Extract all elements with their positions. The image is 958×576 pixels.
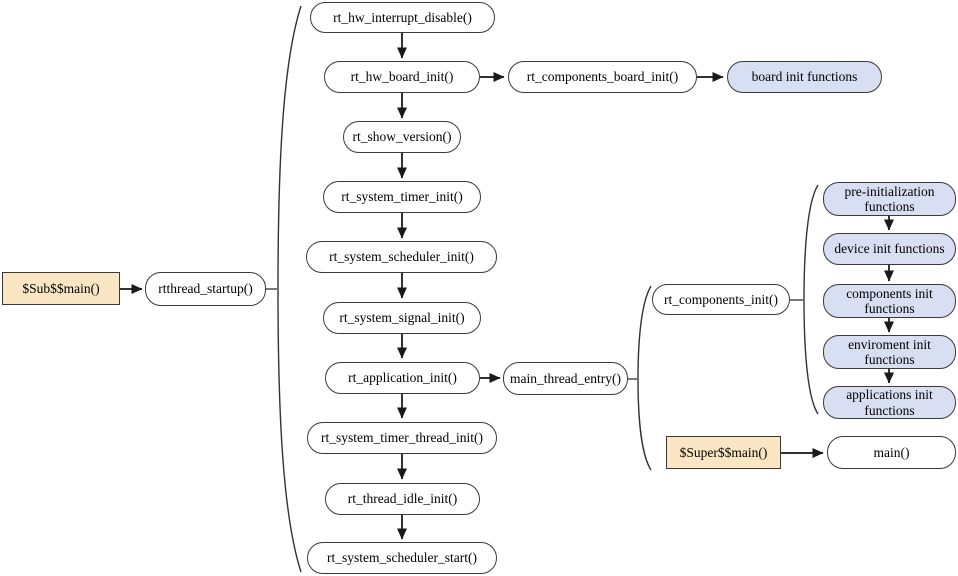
node-rt-hw-board-init: rt_hw_board_init(): [324, 61, 480, 93]
node-rt-system-scheduler-start: rt_system_scheduler_start(): [307, 542, 497, 574]
group-brace: [277, 5, 819, 573]
node-rt-system-timer-init: rt_system_timer_init(): [323, 181, 481, 213]
node-rt-show-version: rt_show_version(): [343, 121, 461, 153]
node-rtthread-startup: rtthread_startup(): [145, 272, 266, 306]
node-sub-main: $Sub$$main(): [2, 272, 120, 305]
node-super-main: $Super$$main(): [666, 436, 781, 469]
node-applications-init-functions: applications init functions: [823, 386, 956, 419]
node-main-thread-entry: main_thread_entry(): [503, 362, 628, 395]
node-rt-application-init: rt_application_init(): [325, 362, 480, 394]
node-rt-system-scheduler-init: rt_system_scheduler_init(): [306, 241, 497, 273]
node-rt-components-board-init: rt_components_board_init(): [508, 61, 697, 93]
node-pre-initialization-functions: pre-initialization functions: [823, 182, 956, 216]
node-rt-components-init: rt_components_init(): [652, 284, 790, 315]
node-rt-hw-interrupt-disable: rt_hw_interrupt_disable(): [310, 2, 495, 33]
node-device-init-functions: device init functions: [823, 233, 956, 265]
node-components-init-functions: components init functions: [823, 284, 956, 318]
node-main: main(): [827, 436, 956, 469]
node-rt-system-timer-thread-init: rt_system_timer_thread_init(): [307, 422, 497, 454]
node-enviroment-init-functions: enviroment init functions: [823, 335, 956, 369]
node-rt-thread-idle-init: rt_thread_idle_init(): [325, 483, 480, 515]
node-rt-system-signal-init: rt_system_signal_init(): [323, 302, 481, 334]
node-board-init-functions: board init functions: [727, 61, 882, 93]
